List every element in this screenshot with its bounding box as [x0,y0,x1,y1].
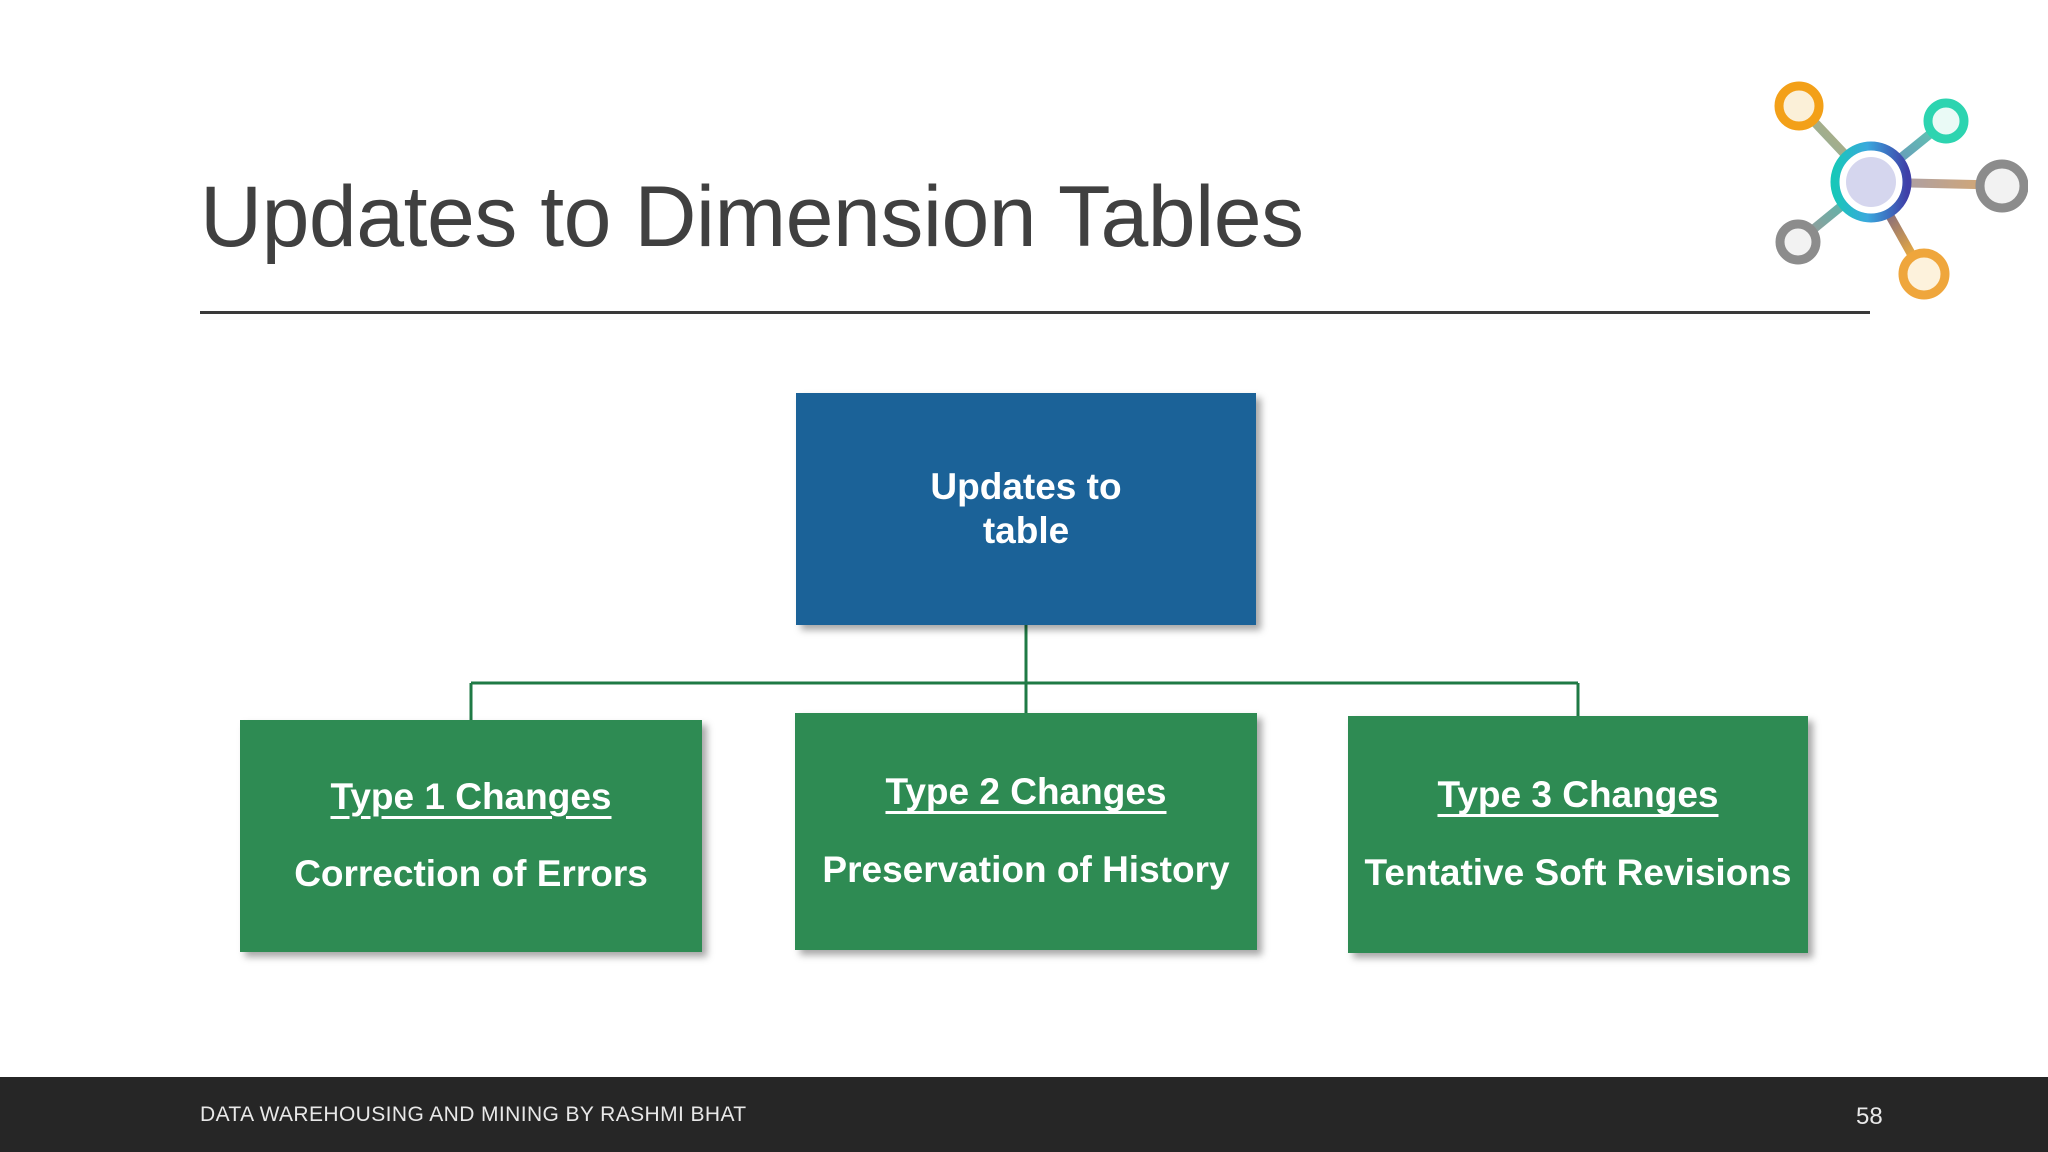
node-root-line1: Updates to [930,466,1122,508]
node-root-line2: table [982,510,1070,551]
hub-and-spoke-network-logo [1728,58,2028,308]
node-updates-to-table[interactable]: Updates to table [796,393,1256,625]
satellite-gray-right [1975,159,2028,213]
node-type-2-body: Preservation of History [822,848,1230,890]
node-type-1-heading: Type 1 Changes [330,775,612,817]
page-number: 58 [1856,1103,1883,1130]
node-type-3-heading: Type 3 Changes [1437,774,1719,816]
satellite-orange-top-left [1774,81,1824,131]
node-type-1-body: Correction of Errors [294,853,648,895]
node-type-2-heading: Type 2 Changes [885,771,1167,813]
hub-core [1846,157,1896,207]
title-divider [200,311,1870,314]
node-type-1-changes[interactable]: Type 1 Changes Correction of Errors [240,720,702,952]
satellite-amber-bottom [1898,248,1950,300]
page-title: Updates to Dimension Tables [200,169,1304,265]
node-type-2-changes[interactable]: Type 2 Changes Preservation of History [795,713,1257,950]
footer-text: DATA WAREHOUSING AND MINING BY RASHMI BH… [200,1103,747,1126]
satellite-gray-bottom-left [1775,219,1821,265]
node-type-3-body: Tentative Soft Revisions [1364,851,1792,893]
satellite-teal-top-right [1923,98,1969,144]
footer-bar [0,1077,2048,1152]
node-type-3-changes[interactable]: Type 3 Changes Tentative Soft Revisions [1348,716,1808,953]
